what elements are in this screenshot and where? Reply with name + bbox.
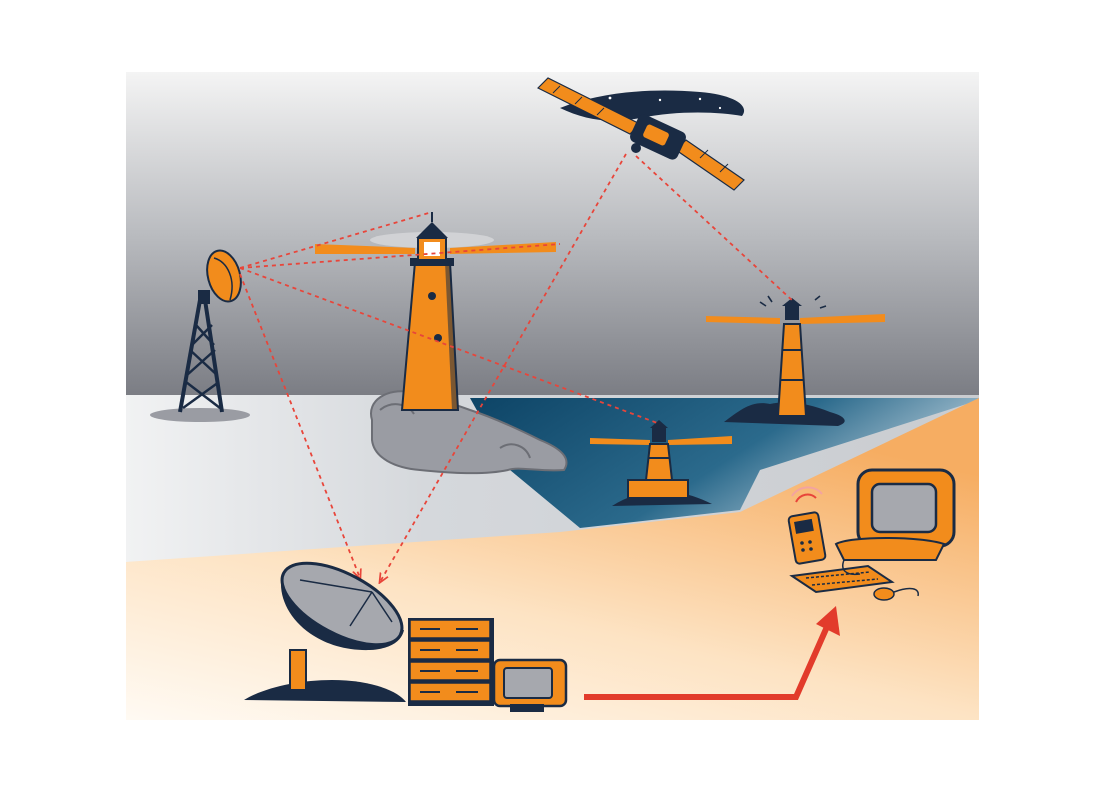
link-radar-to-beam xyxy=(239,243,561,269)
buoy-light-icon xyxy=(590,420,732,506)
link-satellite-to-ground-station xyxy=(380,153,627,582)
desktop-computer-icon xyxy=(789,468,956,601)
mobile-phone-icon xyxy=(787,486,827,565)
satellite-dish-icon xyxy=(244,561,406,702)
radar-tower-icon xyxy=(150,249,250,422)
link-satellite-to-offshore-lighthouse xyxy=(635,155,795,303)
sky-background xyxy=(126,72,979,398)
deep-water-area xyxy=(470,398,979,528)
lighthouse-main-icon xyxy=(315,212,568,475)
link-radar-to-ground-station xyxy=(239,273,360,578)
satellite-icon xyxy=(536,77,745,191)
link-radar-to-buoy xyxy=(239,267,661,425)
communication-links xyxy=(239,153,795,582)
server-rack-icon xyxy=(408,618,494,706)
link-radar-to-lighthouse xyxy=(239,211,433,269)
data-flow-arrow xyxy=(584,618,833,700)
lighthouse-offshore-icon xyxy=(706,295,885,426)
data-flow-arrowhead-icon xyxy=(816,606,840,636)
monitor-icon xyxy=(492,658,568,712)
